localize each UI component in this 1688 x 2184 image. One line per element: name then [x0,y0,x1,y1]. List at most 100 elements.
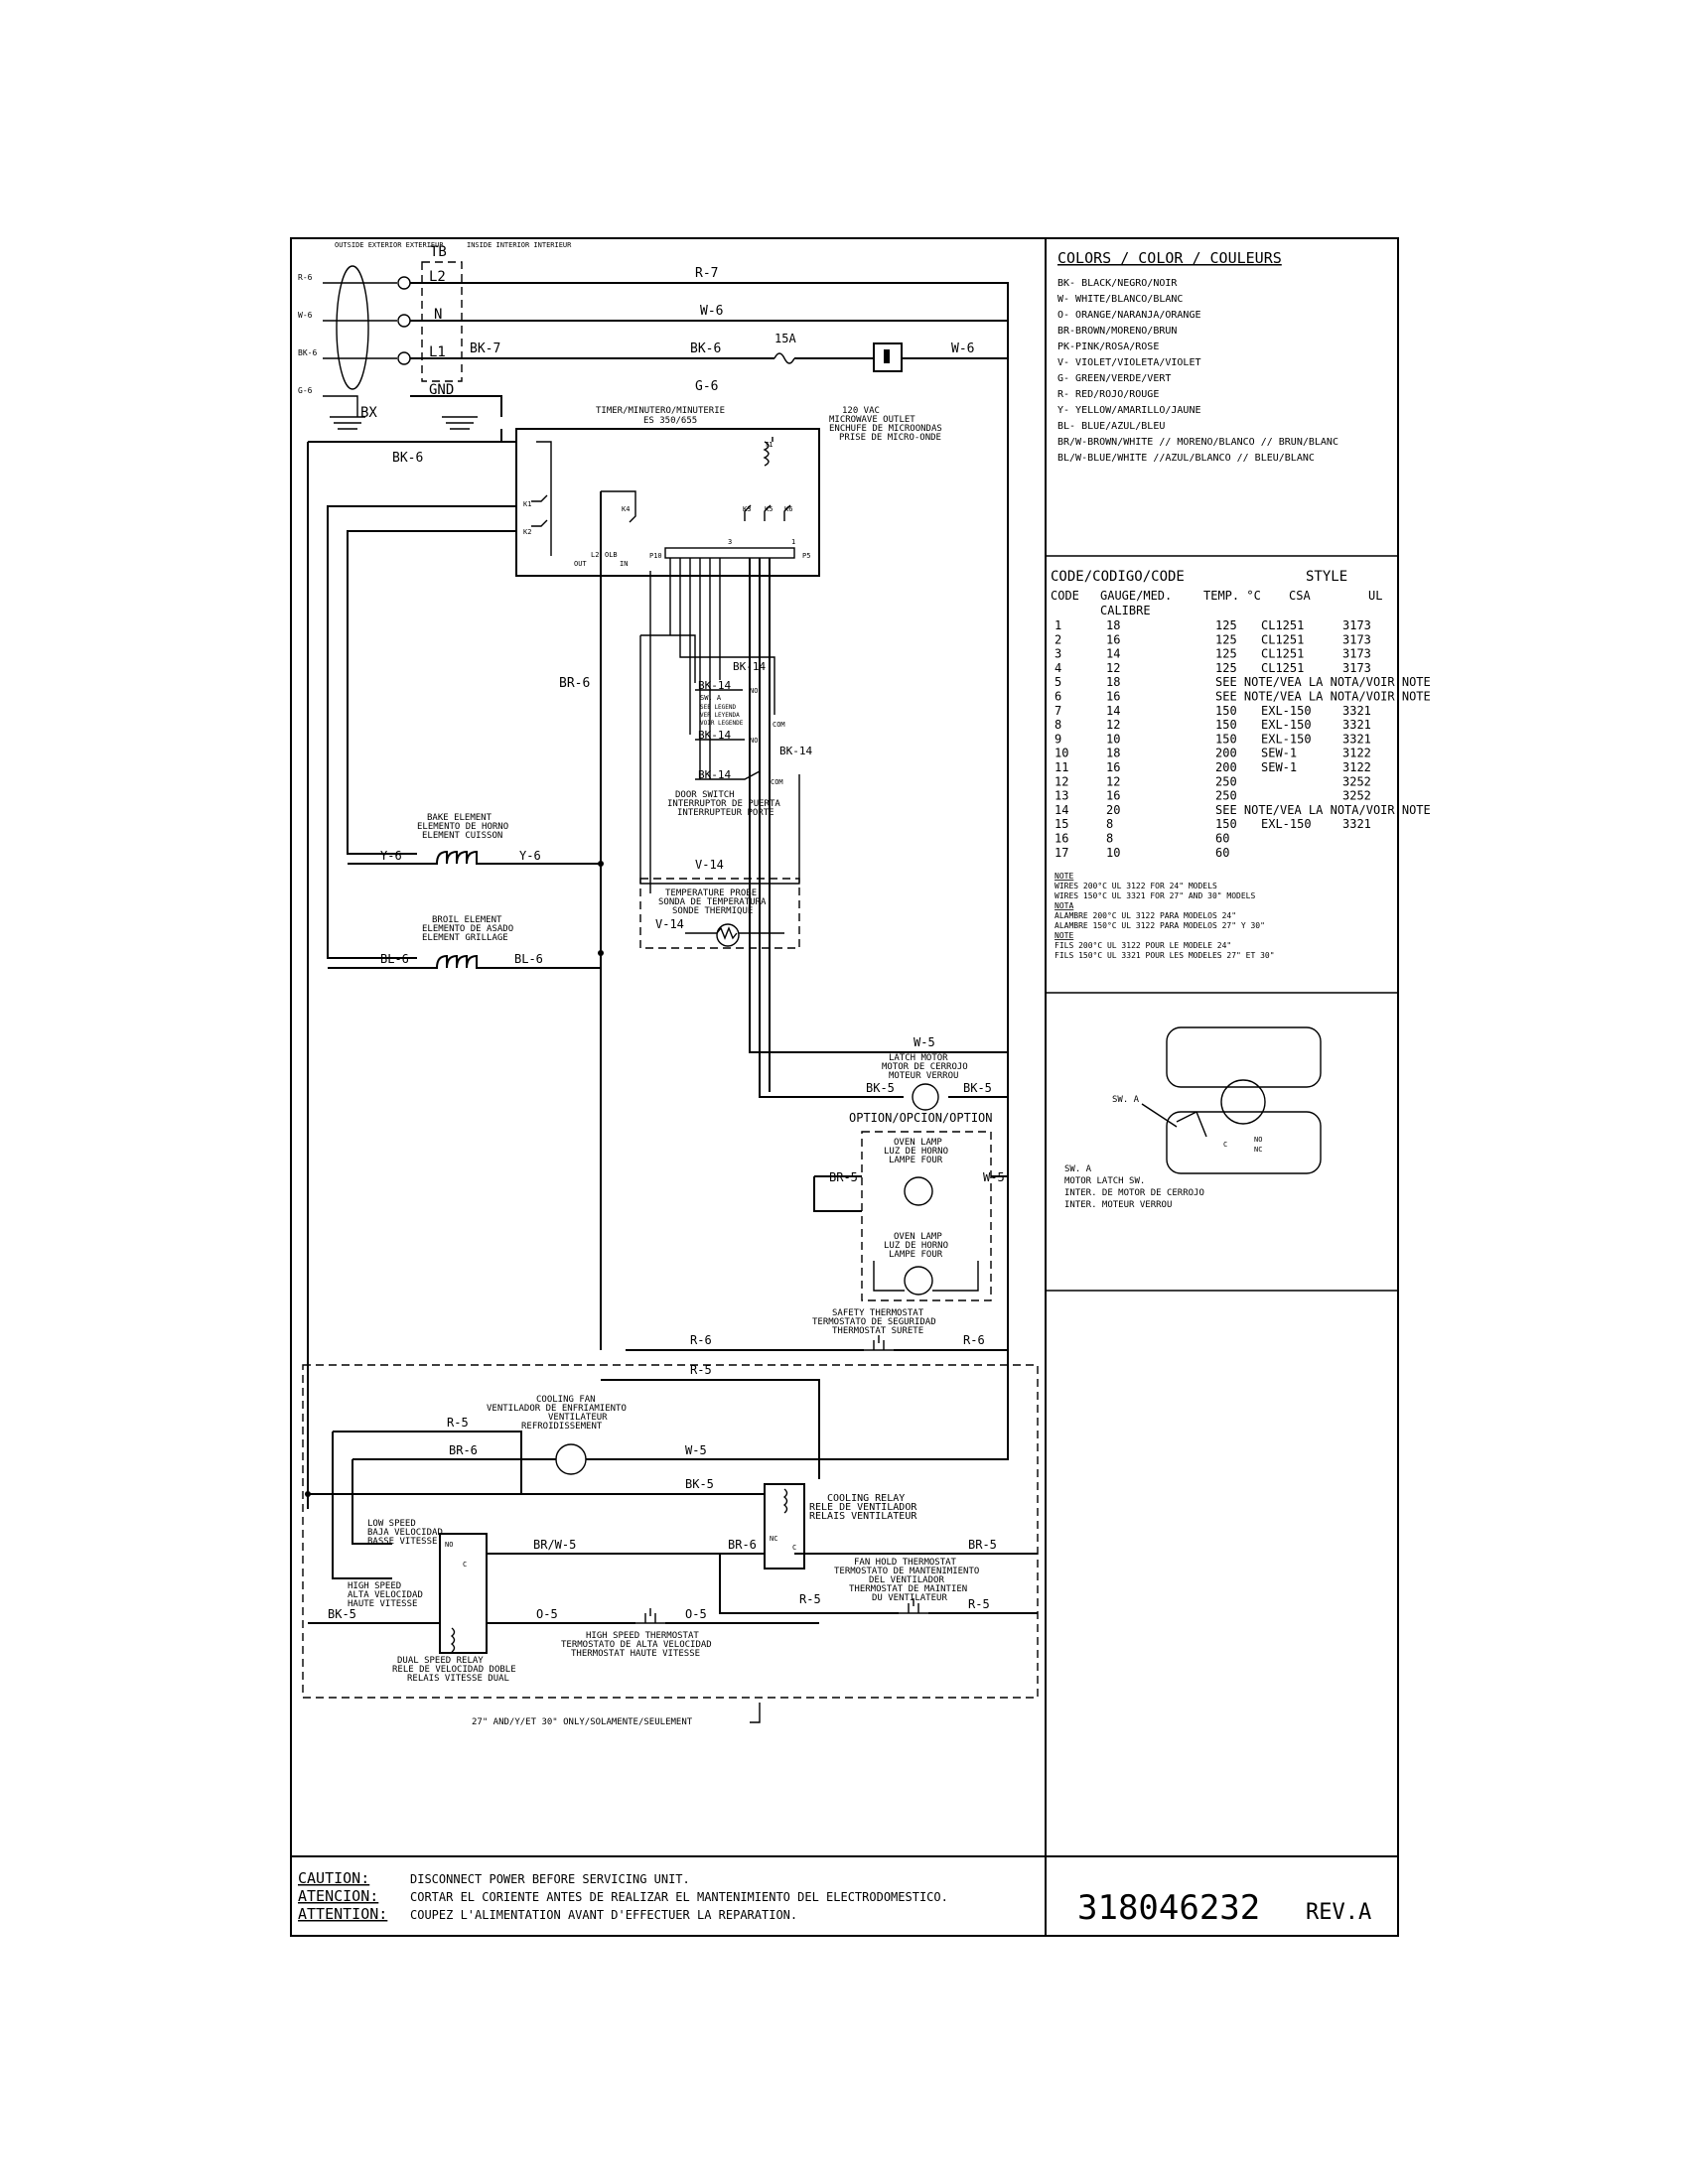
code-cell: 20 [1106,803,1120,817]
outlet-text-2: MICROWAVE OUTLET [829,415,915,425]
outlet-text-3: ENCHUFE DE MICROONDAS [829,424,942,434]
timer-pin-p5: P5 [802,552,810,560]
ground-symbol-inside [442,416,478,430]
code-cell: 125 [1215,618,1237,632]
code-header-csa: CSA [1289,589,1311,603]
hold-text-5: DU VENTILATEUR [872,1593,947,1603]
code-cell: SEW-1 [1261,747,1297,760]
fan-text-3: VENTILATEUR [548,1413,608,1423]
color-item-10: BR/W-BROWN/WHITE // MORENO/BLANCO // BRU… [1057,437,1338,448]
code-cell: SEW-1 [1261,760,1297,774]
sw-legend-1: SEE LEGEND [700,704,737,711]
code-cell: 12 [1055,774,1068,788]
terminal-l2 [397,276,411,290]
bake-text-1: BAKE ELEMENT [427,813,492,823]
caution-label: CAUTION: [298,1869,369,1887]
wire-w6-top-label: W-6 [700,304,723,319]
in-bk6: BK-6 [298,348,317,357]
sw-no-2: NO [750,737,758,745]
wire-bk6-top-label: BK-6 [690,341,721,356]
attention-text: COUPEZ L'ALIMENTATION AVANT D'EFFECTUER … [410,1908,797,1922]
code-cell: EXL-150 [1261,704,1312,718]
sw-legend-3: VOIR LEGENDE [700,720,744,727]
sw-legend-line-0: SW. A [1064,1164,1092,1174]
lamp-2-symbol [904,1266,933,1296]
harness-wires [639,558,800,893]
timer-pin-k4: K4 [622,505,630,513]
code-cell: 4 [1055,661,1061,675]
note-line: ALAMBRE 200°C UL 3122 PARA MODELOS 24" [1055,911,1236,920]
timer-pin-k2: K2 [523,528,531,536]
code-header-temp: TEMP. °C [1203,589,1261,603]
crelay-text-2: RELE DE VENTILADOR [809,1502,917,1513]
timer-pin-1: 1 [791,538,795,546]
crelay-c-label: C [792,1544,796,1552]
code-cell: 5 [1055,675,1061,689]
code-cell: CL1251 [1261,632,1304,646]
color-item-11: BL/W-BLUE/WHITE //AZUL/BLANCO // BLEU/BL… [1057,453,1315,464]
ground-symbol-outside [330,416,365,430]
code-cell: 3173 [1342,647,1371,661]
code-cell: 8 [1106,832,1113,846]
crelay-text-1: COOLING RELAY [827,1493,905,1504]
code-cell: CL1251 [1261,618,1304,632]
code-cell: 3122 [1342,747,1371,760]
code-cell: 14 [1106,647,1120,661]
high-text-1: HIGH SPEED [348,1581,401,1591]
code-cell: 3 [1055,647,1061,661]
wire-fan-main [352,1350,1009,1545]
code-cell: 16 [1106,690,1120,704]
crelay-text-3: RELAIS VENTILATEUR [809,1511,917,1522]
code-title: CODE/CODIGO/CODE [1051,569,1185,585]
timer-box [515,428,820,577]
lamp-1-text-2: LUZ DE HORNO [884,1147,948,1157]
wire-r6-b-label: R-6 [963,1333,985,1347]
color-item-1: W- WHITE/BLANCO/BLANC [1057,294,1183,305]
high-text-2: ALTA VELOCIDAD [348,1590,423,1600]
sw-diagram-nc: NC [1254,1146,1262,1154]
code-cell: 10 [1106,732,1120,746]
code-cell: 14 [1106,704,1120,718]
code-cell: 16 [1055,832,1068,846]
wire-k2-broil [347,530,516,855]
fan-hold-thermostat-symbol [899,1598,928,1614]
dsr-no-label: NO [445,1541,453,1549]
code-cell: 125 [1215,661,1237,675]
wire-r5-top-label: R-5 [690,1363,712,1377]
note-line: FILS 200°C UL 3122 POUR LE MODELE 24" [1055,941,1231,950]
outlet-text-1: 120 VAC [842,406,880,416]
dual-text-1: DUAL SPEED RELAY [397,1656,484,1666]
code-cell: 250 [1215,774,1237,788]
sw-diagram-c: C [1223,1141,1227,1149]
note-line: WIRES 150°C UL 3321 FOR 27" AND 30" MODE… [1055,891,1255,900]
wire-r7 [410,282,1009,586]
low-text-1: LOW SPEED [367,1519,416,1529]
timer-title: TIMER/MINUTERO/MINUTERIE [596,406,725,416]
wire-brw5-label: BR/W-5 [533,1538,576,1552]
code-cell: 15 [1055,817,1068,831]
probe-text-2: SONDA DE TEMPERATURA [658,897,767,907]
lamp-1-symbol [904,1176,933,1206]
l1-label: L1 [429,344,446,360]
latch-motor-symbol [912,1083,939,1111]
broil-text-3: ELEMENT GRILLAGE [422,933,508,943]
code-cell: 9 [1055,732,1061,746]
wire-bl6-b-label: BL-6 [514,952,543,966]
timer-pin-k1: K1 [523,500,531,508]
sw-diagram-no: NO [1254,1136,1262,1144]
attention-label: ATTENTION: [298,1905,387,1923]
code-cell: 3252 [1342,789,1371,803]
lamp-2-text-2: LUZ DE HORNO [884,1241,948,1251]
safety-thermostat-symbol [864,1335,894,1351]
option-label: OPTION/OPCION/OPTION [849,1111,993,1125]
wire-o5-b-label: O-5 [685,1607,707,1621]
wire-bk5-mid-label: BK-5 [685,1477,714,1491]
wire-k1-bake [327,505,516,959]
wire-r5-fan [332,1431,522,1579]
lamp-1-text-3: LAMPE FOUR [889,1156,943,1165]
sw-body-bottom [1166,1111,1322,1174]
color-item-7: R- RED/ROJO/ROUGE [1057,389,1159,400]
code-cell: 150 [1215,817,1237,831]
wire-br6-fan-label: BR-6 [449,1443,478,1457]
